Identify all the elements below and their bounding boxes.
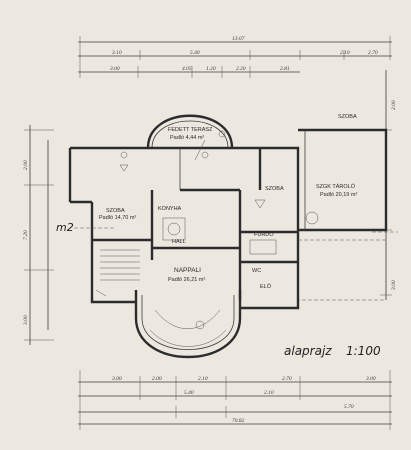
room-label-bathroom: FÜRDŐ [254, 231, 274, 238]
room-label-room2: SZOBA [265, 186, 284, 192]
top-total-dim: 13.07 [232, 36, 245, 42]
room-label-storage-area: Padló 20,19 m² [320, 192, 357, 198]
top-row1-dim-1: 3.10 [111, 50, 122, 56]
top-row2-dim-3: 1.20 [206, 66, 216, 72]
left-dim-1: 2.00 [23, 160, 29, 170]
top-row2-dim-1: 3.00 [109, 66, 120, 72]
building-walls [68, 114, 388, 359]
bottom-row1-dim-4: 2.70 [282, 376, 292, 382]
room-labels: FEDETT TERASZ Padló 4,44 m² SZOBA Padló … [99, 114, 357, 290]
bottom-total-dim: 70.82 [232, 418, 245, 424]
room-label-wc: WC [252, 268, 261, 274]
bottom-dimension-chain: 3.00 2.00 2.10 2.70 3.00 5.40 2.10 5.70 … [78, 370, 392, 430]
bottom-row2-dim-1: 5.40 [184, 389, 194, 396]
bottom-row1-dim-5: 3.00 [365, 376, 376, 382]
bottom-row2-dim-2: 2.10 [264, 390, 274, 396]
room-label-storage: SZGK TÁROLÓ [316, 183, 356, 190]
top-row2-dim-4: 2.20 [236, 66, 246, 72]
fixtures [95, 130, 319, 330]
room-label-terrace: FEDETT TERASZ [168, 127, 213, 133]
section-mark-label: m2 [56, 221, 74, 234]
room-label-bedroom-area: Padló 14,70 m² [99, 215, 136, 221]
top-row1-dim-3: 2.10 [340, 50, 350, 56]
right-dimension-chain: 2.00 3.00 [380, 70, 397, 300]
bottom-row1-dim-3: 2.10 [198, 376, 208, 382]
left-dimension-chain: 2.00 7.20 3.00 [23, 125, 54, 345]
top-row2-dim-5: 2.81 [280, 66, 290, 72]
top-row1-dim-2: 5.40 [190, 49, 200, 56]
room-label-terrace-area: Padló 4,44 m² [170, 135, 204, 141]
bottom-row2-dim-3: 5.70 [344, 404, 354, 410]
room-label-living-area: Padló 26,21 m² [168, 277, 205, 283]
right-dim-1: 2.00 [391, 100, 397, 110]
section-mark: m2 [56, 221, 398, 234]
bottom-row1-dim-1: 3.00 [111, 376, 122, 382]
top-dimension-chain: 13.07 3.10 5.40 2.10 2.70 3.00 4.05 1.20… [78, 36, 392, 78]
room-label-living: NAPPALI [174, 267, 201, 274]
room-label-kitchen: KONYHA [158, 206, 182, 212]
right-dim-2: 3.00 [391, 280, 397, 291]
drawing-scale-text: 1:100 [346, 344, 381, 358]
room-label-bedroom: SZOBA [106, 208, 125, 214]
bottom-row1-dim-2: 2.00 [152, 376, 162, 382]
room-label-hall: HALL [172, 239, 186, 245]
room-label-bath2: ELŐ [260, 283, 272, 290]
top-row2-dim-2: 4.05 [182, 65, 192, 72]
left-dim-2: 7.20 [23, 230, 29, 240]
left-dim-3: 3.00 [23, 315, 29, 326]
top-row1-dim-4: 2.70 [368, 50, 378, 56]
drawing-title-text: alaprajz [284, 344, 332, 358]
room-label-room3: SZOBA [338, 114, 357, 120]
drawing-title: alaprajz 1:100 [284, 344, 381, 358]
